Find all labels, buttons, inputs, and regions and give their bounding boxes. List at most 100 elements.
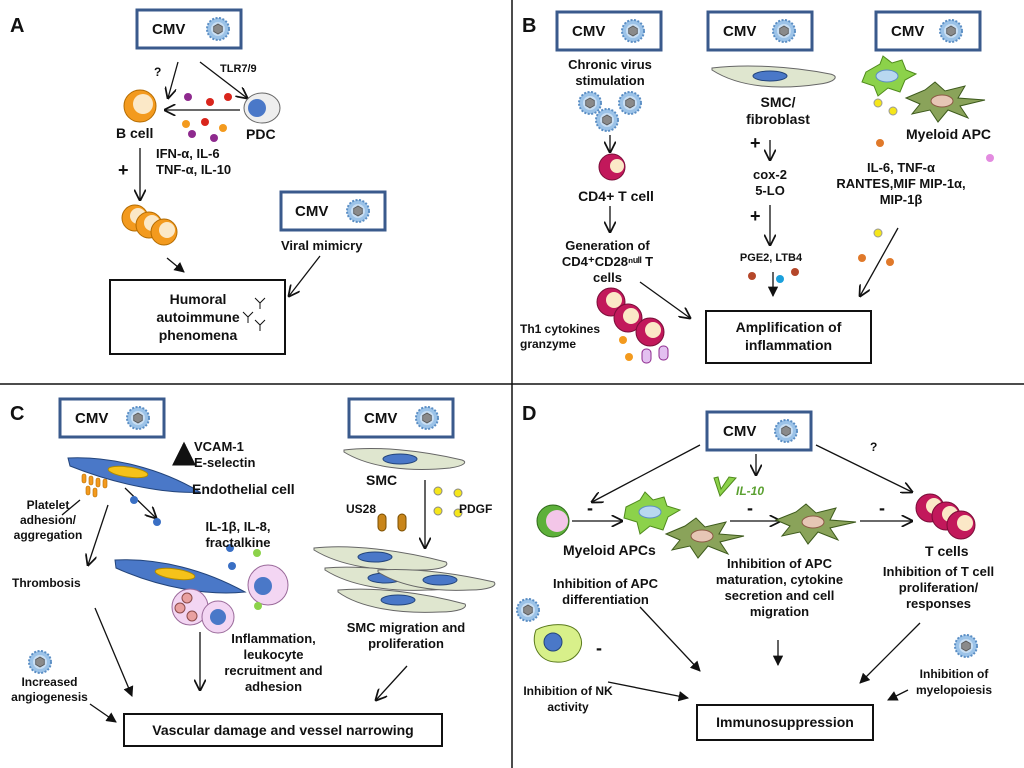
arrow-migration-outcome [376,665,408,700]
outcome-b-line1: Amplification of [735,319,842,335]
chemokine-dots [130,496,161,526]
t-inhib-label-1: Inhibition of T cell [882,564,995,579]
il1b-label-2: fractalkine [205,535,271,550]
apc-mat-label-4: migration [749,604,810,619]
antibody-icons [242,297,266,331]
apc-secretion-dots [858,228,894,266]
apc-diff-label-1: Inhibition of APC [553,576,658,591]
angio-label-1: Increased [21,675,78,689]
cmv-label: CMV [891,23,925,40]
endothelial-label: Endothelial cell [192,481,295,497]
platelet-label-3: aggregation [13,528,83,542]
myeloid-progenitor-icon [536,504,570,538]
minus-sign: - [596,638,602,658]
pge-dots [748,268,799,283]
virus-icon [618,91,642,115]
myeloid-apc-label: Myeloid APC [906,126,992,142]
vcam-label-1: VCAM-1 [194,439,244,454]
smc-icon [343,447,466,470]
nk-label-2: activity [547,700,589,714]
thrombosis-label: Thrombosis [12,576,81,590]
cmv-label: CMV [723,423,757,440]
outcome-box-c [123,713,443,747]
virus-icon [415,406,439,430]
t-inhib-label-3: responses [905,596,972,611]
arrow-thrombosis-outcome [94,607,134,697]
pdgf-label: PDGF [459,502,493,516]
nk-label-1: Inhibition of NK [523,684,613,698]
panel-c [28,397,496,747]
virus-icon [578,91,602,115]
apc-cytokine-3: MIP-1β [879,192,923,207]
smc-label-2: fibroblast [746,111,810,127]
virus-icon [28,650,52,674]
th1-label-1: Th1 cytokines [520,322,601,336]
question-mark: ? [154,65,162,79]
generation-label-2: CD4⁺CD28ⁿᵘˡˡ T [561,254,654,269]
arrow-angio-outcome [89,703,117,723]
generation-label-1: Generation of [565,238,650,253]
th1-label-2: granzyme [520,337,577,351]
virus-icon [595,108,619,132]
outcome-box-d [696,704,874,741]
t-cells-icon [915,493,976,540]
apc-diff-label-2: differentiation [562,592,649,607]
arrow-endo-il1b [124,487,156,518]
pdc-cell-icon [243,92,281,124]
minus-sign: - [747,498,753,518]
cmv-label: CMV [364,410,398,427]
virus-icon [939,19,963,43]
smc-label: SMC [366,472,398,488]
angio-label-2: angiogenesis [11,690,88,704]
plus-sign: + [118,160,129,180]
t-inhib-label-2: proliferation/ [898,580,979,595]
b-cell-icon [123,89,157,123]
cox-label-1: cox-2 [753,167,787,182]
arrow-apcdiff-outcome [639,606,701,672]
arrow-nk-outcome [607,681,690,702]
minus-sign: - [587,498,593,518]
chronic-label-1: Chronic virus [568,57,652,72]
smc-stack-icon [313,546,496,613]
vcam-label-2: E-selectin [194,455,256,470]
virus-icon [772,19,796,43]
mature-apc-icon [774,503,857,545]
panel-a [109,8,387,355]
minus-sign: - [879,498,885,518]
nk-cell-icon [533,624,582,663]
question-mark: ? [870,440,878,454]
virus-icon [954,634,978,658]
cytokine-label-1: IFN-α, IL-6 [156,146,220,161]
apc-cytokine-1: IL-6, TNF-α [867,160,935,175]
arrow-cmv-myeloid [592,444,701,502]
apc-cytokine-2: RANTES,MIF MIP-1α, [836,176,966,191]
outcome-a-line3: phenomena [158,327,238,343]
myeloid-apc-icon [623,491,745,559]
platelet-label-2: adhesion/ [19,513,76,527]
outcome-a-line2: autoimmune [156,309,240,325]
tlr-label: TLR7/9 [220,63,257,75]
apc-mat-label-2: maturation, cytokine [715,572,844,587]
cox-label-2: 5-LO [755,183,785,198]
arrow-cmv-tcells [815,444,912,492]
cmv-label: CMV [75,410,109,427]
myelo-label-1: Inhibition of [919,667,989,681]
cmv-label: CMV [572,23,606,40]
inflammation-label-4: adhesion [244,679,303,694]
arrow-cluster-outcome [166,257,185,273]
arrow-myelo-outcome [887,689,909,701]
inflammation-label-1: Inflammation, [231,631,316,646]
cd4-t-cell-icon [598,153,626,181]
panel-letter-b: B [522,15,537,37]
cd28null-cluster-icon [596,287,669,364]
t-cells-label: T cells [925,543,969,559]
cmv-box-c2 [347,397,455,439]
virus-icon [621,19,645,43]
plus-sign: + [750,133,761,153]
outcome-box-a [109,279,286,355]
pdgf-dots [433,486,463,518]
generation-label-3: cells [593,270,622,285]
cmv-box-c1 [58,397,166,439]
outcome-box-b [705,310,872,364]
